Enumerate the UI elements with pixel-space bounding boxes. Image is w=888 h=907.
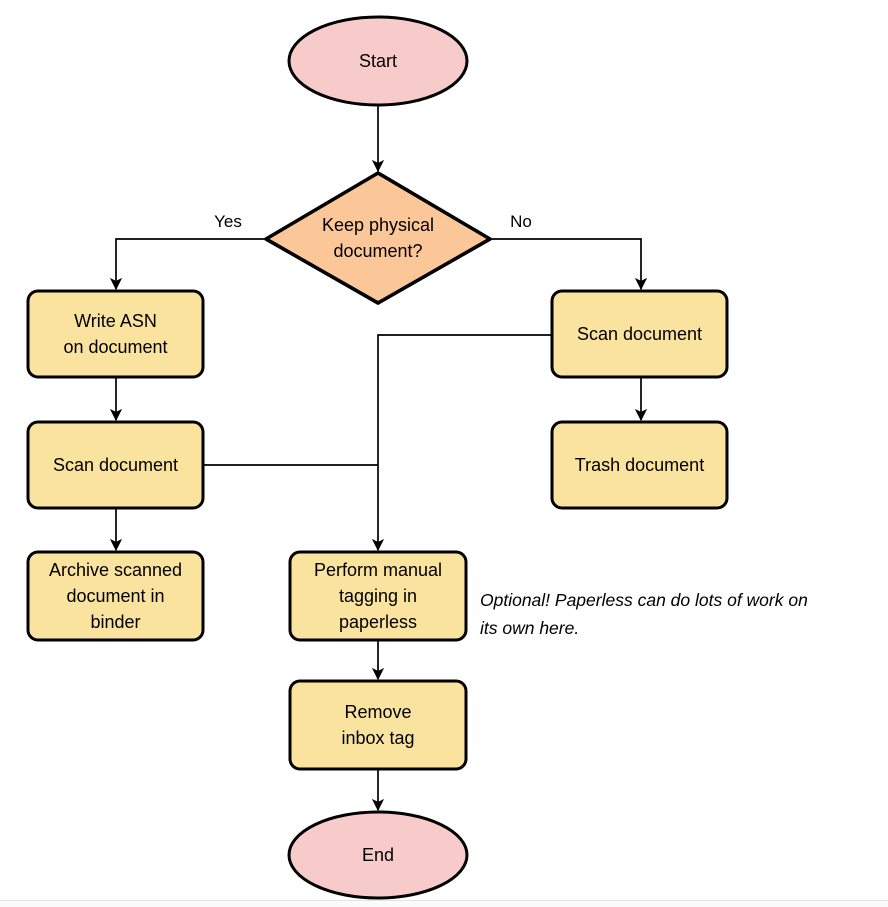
trash-process-shape <box>550 420 729 510</box>
edge-decision-no-to-scan-right <box>490 238 641 289</box>
scan-right-process-shape <box>550 289 729 379</box>
scan-left-process-shape <box>26 420 205 510</box>
start-terminator-shape <box>287 15 469 107</box>
edge-decision-yes-to-write-asn <box>116 238 266 289</box>
edge-scan-right-to-tagging <box>378 334 552 550</box>
remove-inbox-process-shape <box>288 679 468 771</box>
decision-diamond-shape <box>264 171 492 305</box>
archive-process-shape <box>26 550 205 642</box>
write-asn-process-shape <box>26 289 205 379</box>
bottom-divider <box>0 900 888 907</box>
yes-branch-label: Yes <box>214 212 242 231</box>
tagging-process-shape <box>288 550 468 642</box>
end-terminator-shape <box>287 810 469 900</box>
optional-annotation-text: Optional! Paperless can do lots of work … <box>480 590 808 638</box>
no-branch-label: No <box>510 212 532 231</box>
